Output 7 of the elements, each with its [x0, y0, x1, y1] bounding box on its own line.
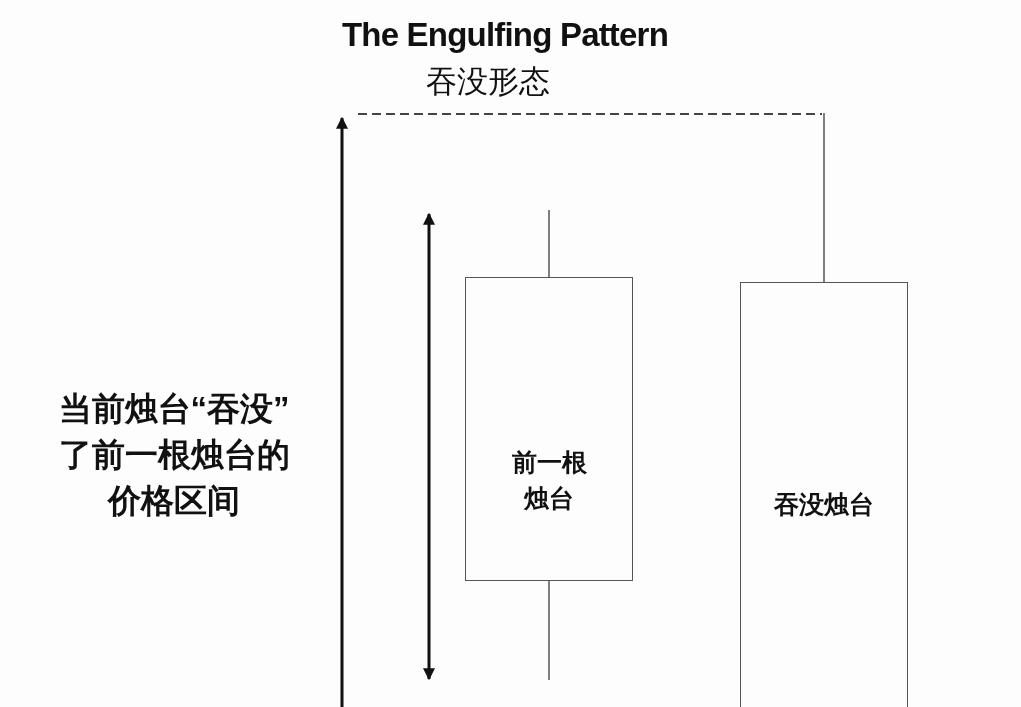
subtitle-text: 吞没形态	[425, 63, 551, 101]
annotation-text: 当前烛台“吞没”了前一根烛台的价格区间	[57, 389, 291, 521]
title-text: The Engulfing Pattern	[341, 15, 669, 55]
candle-label: 前一根烛台	[510, 447, 588, 515]
candle-label: 吞没烛台	[773, 489, 875, 520]
candle-body	[465, 277, 633, 581]
candle-body	[740, 282, 908, 707]
